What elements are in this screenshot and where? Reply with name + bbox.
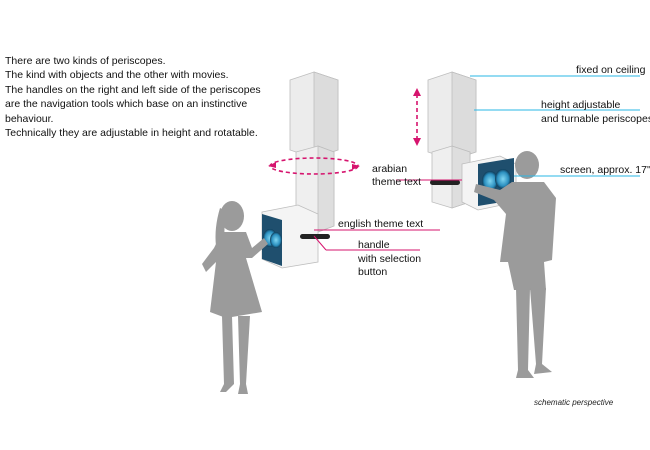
label-arabian: arabian: [372, 163, 407, 175]
description-line: behaviour.: [5, 112, 54, 125]
label-handle: handle: [358, 239, 390, 251]
label-fixed-on-ceiling: fixed on ceiling: [576, 64, 646, 76]
label-with-selection: with selection: [357, 253, 421, 265]
description-line: Technically they are adjustable in heigh…: [5, 127, 258, 140]
right-handle: [430, 180, 460, 185]
right-periscope: [413, 71, 517, 211]
arrow-icon: [413, 88, 421, 96]
lens-icon: [482, 171, 498, 191]
leader-lines: [313, 75, 640, 251]
label-arabian-theme-text: theme text: [372, 176, 421, 188]
arrow-icon: [268, 162, 276, 168]
description-text: There are two kinds of periscopes. The k…: [5, 54, 305, 140]
caption: schematic perspective: [534, 398, 614, 407]
arrow-icon: [352, 164, 360, 170]
left-periscope: [261, 71, 360, 269]
label-button: button: [358, 266, 387, 278]
lens-icon: [495, 169, 511, 189]
description-line: are the navigation tools which base on a…: [5, 98, 248, 111]
lens-icon: [270, 232, 282, 248]
label-turnable-periscopes: and turnable periscopes: [541, 113, 650, 125]
woman-silhouette: [202, 201, 268, 394]
label-screen: screen, approx. 17": [560, 164, 650, 176]
man-silhouette: [474, 151, 556, 378]
label-height-adjustable: height adjustable: [541, 99, 621, 111]
description-line: There are two kinds of periscopes.: [5, 55, 166, 67]
label-english-theme-text: english theme text: [338, 218, 423, 230]
description-line: The handles on the right and left side o…: [5, 83, 261, 96]
arrow-icon: [413, 138, 421, 146]
description-line: The kind with objects and the other with…: [5, 69, 229, 82]
